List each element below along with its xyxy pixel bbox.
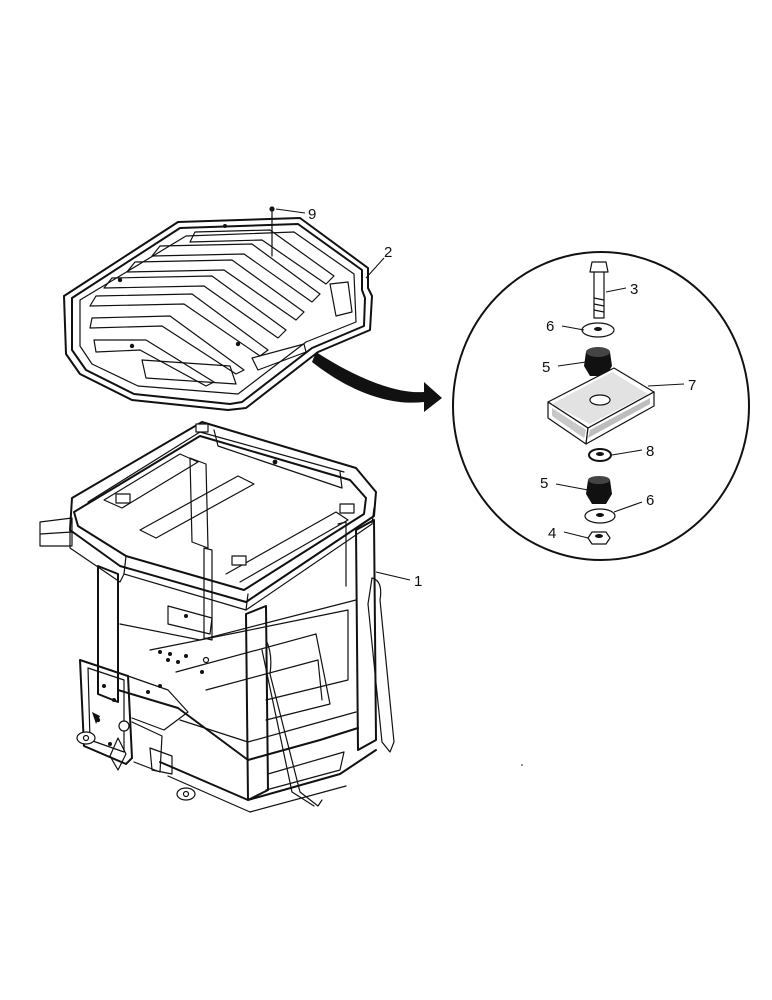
mount-block [547,367,655,445]
callout-5-lower: 5 [540,475,548,492]
rubber-mount-lower [586,476,612,504]
callout-labels: 9 2 3 6 5 7 8 5 6 4 1 [308,206,696,590]
callout-6-upper: 6 [546,318,554,335]
callout-6-lower: 6 [646,492,654,509]
roof-ribs [89,229,353,387]
bolt-part [589,261,609,319]
roof-panel [63,217,373,411]
rivet-part [269,206,275,257]
callout-2: 2 [384,244,392,261]
callout-7: 7 [688,377,696,394]
washer-lower [584,508,616,524]
cab-frame [39,421,395,813]
spacer-part [588,448,612,462]
callout-1: 1 [414,573,422,590]
callout-4: 4 [548,525,556,542]
callout-3: 3 [630,281,638,298]
callout-5-upper: 5 [542,359,550,376]
detail-view [452,251,750,561]
callout-9: 9 [308,206,316,223]
detail-arrow [312,352,442,412]
nut-part [587,531,611,545]
floor-holes [158,650,210,674]
washer-upper [581,322,615,338]
callout-8: 8 [646,443,654,460]
leader-lines [275,208,685,581]
rubber-mount-upper [584,347,612,376]
